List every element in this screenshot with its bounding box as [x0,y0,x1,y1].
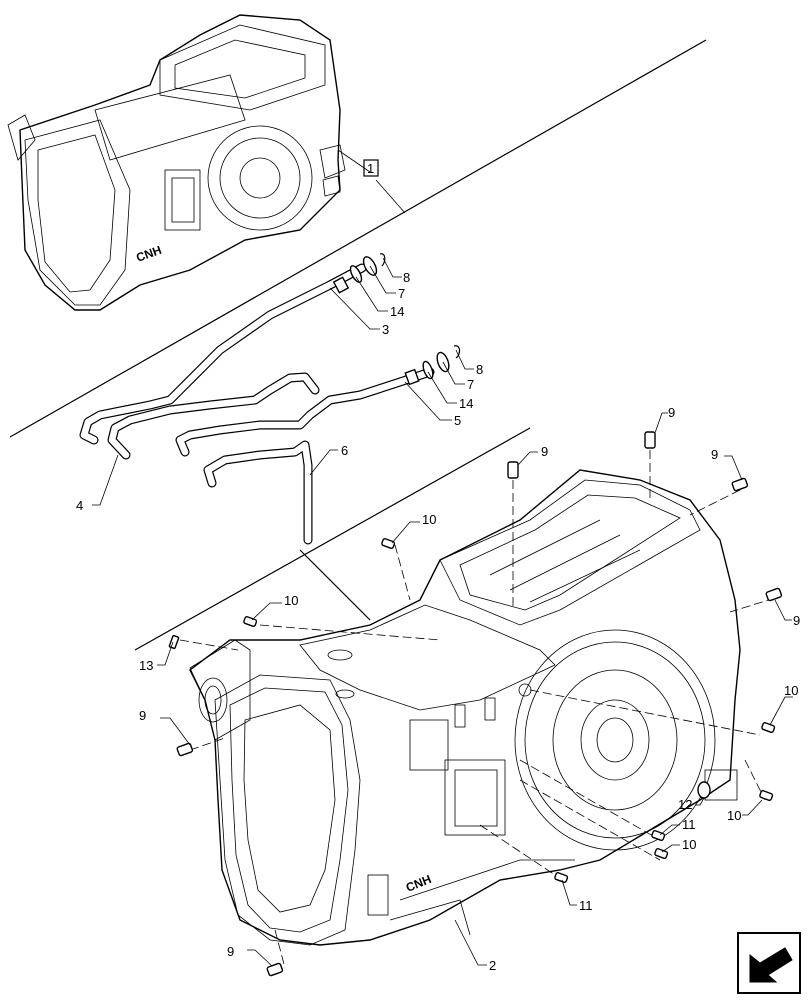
upper-leaders [329,257,402,330]
dowel-9-bottom-left [266,962,284,977]
callout-dowel-9-side-right: 9 [793,613,800,628]
callout-stud-13: 13 [139,658,153,673]
stud-10-right-c [654,848,669,860]
lower-leaders [404,349,474,421]
lower-snap-ring-8 [453,345,461,359]
stud-10-right-b [759,790,774,802]
pipe-5 [175,367,435,457]
callout-box-1 [363,159,379,177]
housing-leaders [157,412,793,967]
callout-lower-8: 8 [476,362,483,377]
stud-10-mid [243,616,258,628]
dowel-9-side-right [765,587,783,602]
transmission-assembly-reference: CNH [7,14,346,311]
plug-12 [697,781,711,799]
upper-snap-ring-8 [379,253,386,267]
bolt-11-a [651,830,666,842]
upper-fittings [332,253,386,294]
callout-dowel-9-top-right: 9 [668,405,675,420]
dowel-9-top [507,461,519,479]
callout-stud-10-top: 10 [422,512,436,527]
callout-lower-7: 7 [467,377,474,392]
callout-stud-10-right-b: 10 [727,808,741,823]
view-divider-lines [9,39,707,651]
upper-seal-14 [332,276,350,294]
stud-10-right-a [761,722,776,734]
lower-seal-14 [404,368,420,386]
callout-stud-10-mid: 10 [284,593,298,608]
pipe-6 [203,440,313,545]
return-arrow-icon[interactable] [737,932,801,994]
callout-plug-12: 12 [678,797,692,812]
callout-upper-14: 14 [390,304,404,319]
callout-stud-10-right-c: 10 [682,837,696,852]
lower-oring-7 [422,360,434,380]
callout-4: 4 [76,498,83,513]
dowel-9-left [176,742,194,757]
callout-upper-8: 8 [403,270,410,285]
leader-4 [92,454,119,506]
pipe-4 [107,372,320,460]
callout-6: 6 [341,443,348,458]
stud-13 [168,634,180,650]
callout-lower-14: 14 [459,396,473,411]
assembly-dashed-lines [179,450,776,969]
small-parts [168,431,783,977]
dowel-9-far-right [731,477,749,492]
callout-lower-5: 5 [454,413,461,428]
pipe-3 [79,263,367,445]
callout-dowel-9-left: 9 [139,708,146,723]
dowel-9-top-right [644,431,656,449]
callout-dowel-9-bottom-left: 9 [227,944,234,959]
bolt-11-b [554,872,569,884]
callout-stud-10-right-a: 10 [784,683,798,698]
leader-line-1 [337,149,371,173]
upper-oring-7 [349,265,363,283]
callout-bolt-11-b: 11 [579,898,593,913]
callout-upper-3: 3 [382,322,389,337]
callout-dowel-9-far-right: 9 [711,447,718,462]
transmission-housing-2: CNH [189,469,741,946]
callout-1: 1 [367,161,374,176]
leader-line-1b [375,179,406,214]
stud-10-top [381,538,396,550]
callout-dowel-9-top: 9 [541,444,548,459]
leader-6 [309,449,338,476]
callout-bolt-11-a: 11 [682,817,696,832]
callout-upper-7: 7 [398,286,405,301]
callout-housing-2: 2 [489,958,496,973]
